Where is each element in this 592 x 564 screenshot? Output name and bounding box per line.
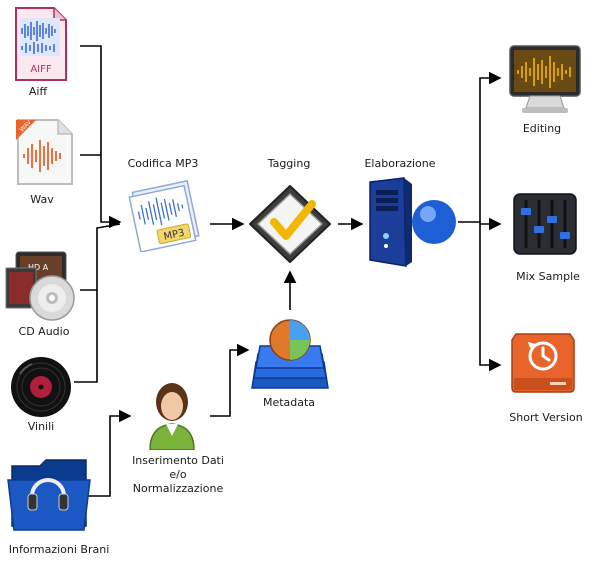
step-processing-label: Elaborazione	[364, 157, 436, 170]
tagging-checkmark-icon	[249, 185, 331, 263]
source-vinyl-label: Vinili	[27, 420, 55, 433]
connector-cd	[80, 223, 121, 291]
step-encode-label: Codifica MP3	[127, 157, 199, 170]
cd-badge: HD A	[28, 263, 49, 272]
mixer-sliders-icon	[513, 193, 577, 255]
operator-person-icon	[149, 383, 195, 450]
step-input-label-line2: e/o	[169, 468, 187, 481]
cd-audio-icon: HD A	[5, 251, 75, 321]
step-metadata-label: Metadata	[262, 396, 316, 409]
output-short-label: Short Version	[509, 411, 583, 424]
aiff-file-icon: AIFF	[15, 7, 67, 81]
editing-monitor-icon	[509, 45, 581, 113]
step-input-label-line1: Inserimento Dati	[132, 454, 224, 467]
source-info-label: Informazioni Brani	[8, 543, 110, 556]
step-input-label-line3: Normalizzazione	[132, 482, 224, 495]
short-version-drive-icon	[511, 333, 575, 393]
connector-aiff	[80, 45, 122, 229]
connector-info-input	[88, 409, 132, 497]
mp3-badge: MP3	[163, 228, 186, 243]
connector-to-short	[479, 222, 502, 372]
music-folder-icon	[7, 459, 91, 531]
mp3-file-icon: MP3	[128, 180, 200, 252]
source-wav-label: Wav	[30, 193, 54, 206]
server-tower-icon	[369, 177, 456, 267]
output-mix-label: Mix Sample	[516, 270, 580, 283]
connector-vinyl	[74, 290, 98, 383]
step-tagging-label: Tagging	[267, 157, 311, 170]
source-aiff-label: Aiff	[28, 85, 48, 98]
output-editing-label: Editing	[522, 122, 562, 135]
aiff-badge: AIFF	[30, 64, 52, 75]
connector-to-editing	[479, 71, 502, 222]
connector-input-metadata	[210, 343, 250, 417]
source-cd-label: CD Audio	[18, 325, 70, 338]
wav-file-icon: WAV	[16, 118, 73, 185]
vinyl-record-icon	[11, 357, 71, 417]
metadata-database-icon	[251, 319, 329, 389]
